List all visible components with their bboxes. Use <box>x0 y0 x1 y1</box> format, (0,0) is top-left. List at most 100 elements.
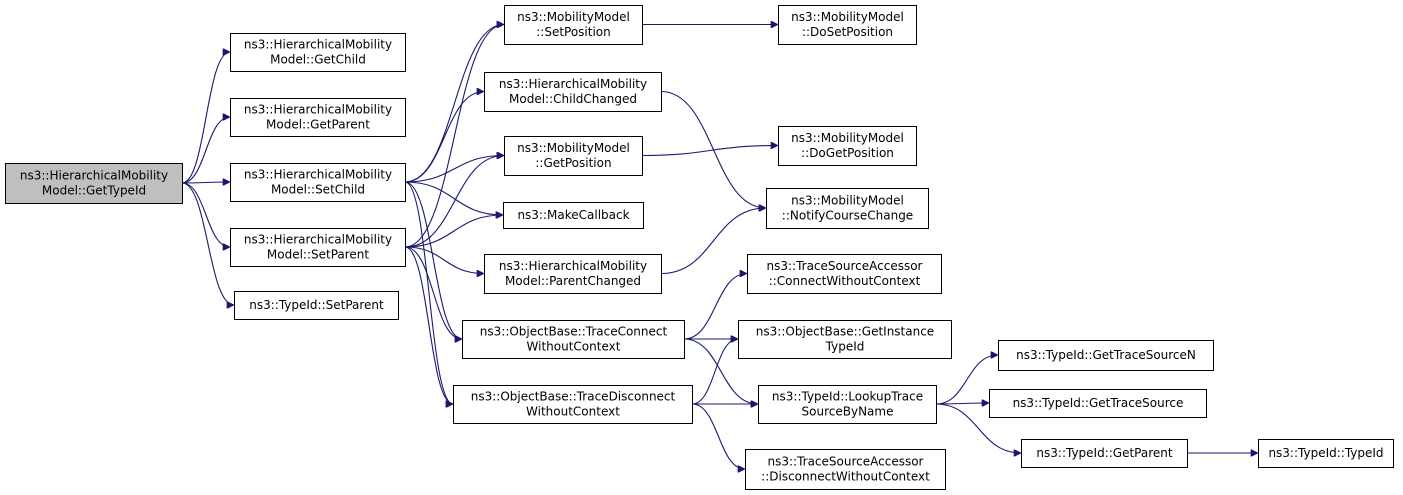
node-label-line: Model::ParentChanged <box>505 274 641 288</box>
node-box <box>230 33 406 72</box>
node-typeIdTypeId[interactable]: ns3::TypeId::TypeId <box>1258 439 1394 468</box>
node-childChanged[interactable]: ns3::HierarchicalMobilityModel::ChildCha… <box>484 72 662 112</box>
node-getTraceSourceN[interactable]: ns3::TypeId::GetTraceSourceN <box>998 340 1214 371</box>
node-box <box>230 98 406 137</box>
node-box <box>484 72 662 112</box>
node-parentChanged[interactable]: ns3::HierarchicalMobilityModel::ParentCh… <box>484 254 662 294</box>
node-box <box>766 188 929 229</box>
edge-childChanged-to-notifyCourseChange <box>660 90 766 209</box>
node-label-line: ns3::TypeId::SetParent <box>249 298 384 312</box>
node-box <box>1021 439 1188 468</box>
node-box <box>503 202 644 229</box>
node-traceDisconnect[interactable]: ns3::ObjectBase::TraceDisconnectWithoutC… <box>453 385 693 424</box>
node-makeCallback[interactable]: ns3::MakeCallback <box>503 202 644 229</box>
node-box <box>230 163 406 202</box>
edge-setChild-to-childChanged <box>404 92 484 183</box>
node-box <box>230 228 406 267</box>
edge-setChild-to-traceConnect <box>404 181 462 339</box>
node-label-line: Model::ChildChanged <box>509 92 637 106</box>
node-mmSetPosition[interactable]: ns3::MobilityModel::SetPosition <box>504 5 643 45</box>
node-label-line: ns3::TypeId::GetTraceSourceN <box>1016 348 1196 362</box>
node-label-line: ns3::ObjectBase::TraceConnect <box>480 325 668 339</box>
node-label-line: ns3::HierarchicalMobility <box>244 38 392 52</box>
edge-setChild-to-makeCallback <box>404 181 503 215</box>
edge-lookupTraceSource-to-getTraceSourceN <box>935 355 998 405</box>
node-notifyCourseChange[interactable]: ns3::MobilityModel::NotifyCourseChange <box>766 188 929 229</box>
edge-setChild-to-traceDisconnect <box>404 181 453 404</box>
node-tsaConnect[interactable]: ns3::TraceSourceAccessor::ConnectWithout… <box>747 254 942 294</box>
node-label-line: ns3::ObjectBase::TraceDisconnect <box>471 390 676 404</box>
node-label-line: ns3::HierarchicalMobility <box>499 77 647 91</box>
node-label-line: ns3::TypeId::GetParent <box>1036 446 1172 460</box>
edge-traceDisconnect-to-getInstanceTypeId <box>691 339 738 405</box>
node-typeIdGetParent[interactable]: ns3::TypeId::GetParent <box>1021 439 1188 468</box>
node-label-line: TypeId <box>825 340 865 354</box>
node-label-line: WithoutContext <box>527 340 621 354</box>
node-label-line: ns3::MobilityModel <box>791 10 904 24</box>
node-box <box>484 254 662 294</box>
node-label-line: ns3::MakeCallback <box>517 208 629 222</box>
edge-setParentH-to-mmSetPosition <box>404 25 504 248</box>
edge-traceConnect-to-lookupTraceSource <box>683 338 758 404</box>
node-label-line: ns3::TraceSourceAccessor <box>767 259 923 273</box>
node-getTraceSource[interactable]: ns3::TypeId::GetTraceSource <box>989 389 1207 418</box>
node-label-line: ::DoSetPosition <box>802 25 893 39</box>
node-label-line: WithoutContext <box>526 405 620 419</box>
node-mmGetPosition[interactable]: ns3::MobilityModel::GetPosition <box>504 136 643 176</box>
edge-lookupTraceSource-to-typeIdGetParent <box>935 403 1021 453</box>
edge-traceConnect-to-tsaConnect <box>683 274 747 340</box>
node-label-line: Model::GetTypeId <box>42 184 146 198</box>
node-label-line: Model::GetParent <box>266 118 370 132</box>
node-label-line: ::ConnectWithoutContext <box>769 274 921 288</box>
edge-getTypeId-to-typeIdSetParent <box>181 182 234 305</box>
node-box <box>504 136 643 176</box>
node-label-line: Model::SetChild <box>271 183 365 197</box>
node-label-line: ns3::TypeId::LookupTrace <box>772 390 923 404</box>
edge-setParentH-to-traceConnect <box>404 246 462 339</box>
edge-parentChanged-to-notifyCourseChange <box>660 208 766 275</box>
node-box <box>745 449 946 490</box>
node-label-line: ns3::ObjectBase::GetInstance <box>756 325 934 339</box>
node-tsaDisconnect[interactable]: ns3::TraceSourceAccessor::DisconnectWith… <box>745 449 946 490</box>
node-label-line: ns3::HierarchicalMobility <box>244 103 392 117</box>
node-label-line: ns3::MobilityModel <box>517 10 630 24</box>
node-box <box>453 385 693 424</box>
node-label-line: ns3::MobilityModel <box>517 141 630 155</box>
edge-getTypeId-to-getParent <box>181 117 230 184</box>
node-label-line: ::SetPosition <box>536 25 611 39</box>
node-label-line: Model::GetChild <box>270 53 366 67</box>
node-label-line: ns3::MobilityModel <box>791 131 904 145</box>
node-box <box>989 389 1207 418</box>
node-box <box>5 163 183 204</box>
edge-setParentH-to-traceDisconnect <box>404 246 453 404</box>
node-doGetPosition[interactable]: ns3::MobilityModel::DoGetPosition <box>778 126 917 166</box>
node-traceConnect[interactable]: ns3::ObjectBase::TraceConnectWithoutCont… <box>462 320 685 359</box>
node-label-line: Model::SetParent <box>267 248 370 262</box>
node-box <box>758 385 937 424</box>
edge-setParentH-to-mmGetPosition <box>404 156 504 248</box>
edge-mmGetPosition-to-doGetPosition <box>641 146 778 157</box>
node-box <box>998 340 1214 371</box>
node-label-line: ::DoGetPosition <box>801 146 894 160</box>
node-doSetPosition[interactable]: ns3::MobilityModel::DoSetPosition <box>778 5 917 45</box>
node-getTypeId[interactable]: ns3::HierarchicalMobilityModel::GetTypeI… <box>5 163 183 204</box>
edges-layer <box>181 25 1258 470</box>
node-setParentH[interactable]: ns3::HierarchicalMobilityModel::SetParen… <box>230 228 406 267</box>
node-box <box>234 291 399 320</box>
node-label-line: ns3::HierarchicalMobility <box>244 233 392 247</box>
node-box <box>738 320 952 359</box>
node-label-line: ::DisconnectWithoutContext <box>761 470 930 484</box>
node-box <box>747 254 942 294</box>
edge-setParentH-to-parentChanged <box>404 246 484 274</box>
node-label-line: ::NotifyCourseChange <box>782 209 913 223</box>
node-box <box>504 5 643 45</box>
edge-getTypeId-to-getChild <box>181 52 230 184</box>
node-getParent[interactable]: ns3::HierarchicalMobilityModel::GetParen… <box>230 98 406 137</box>
node-label-line: ns3::TypeId::GetTraceSource <box>1013 396 1184 410</box>
node-typeIdSetParent[interactable]: ns3::TypeId::SetParent <box>234 291 399 320</box>
